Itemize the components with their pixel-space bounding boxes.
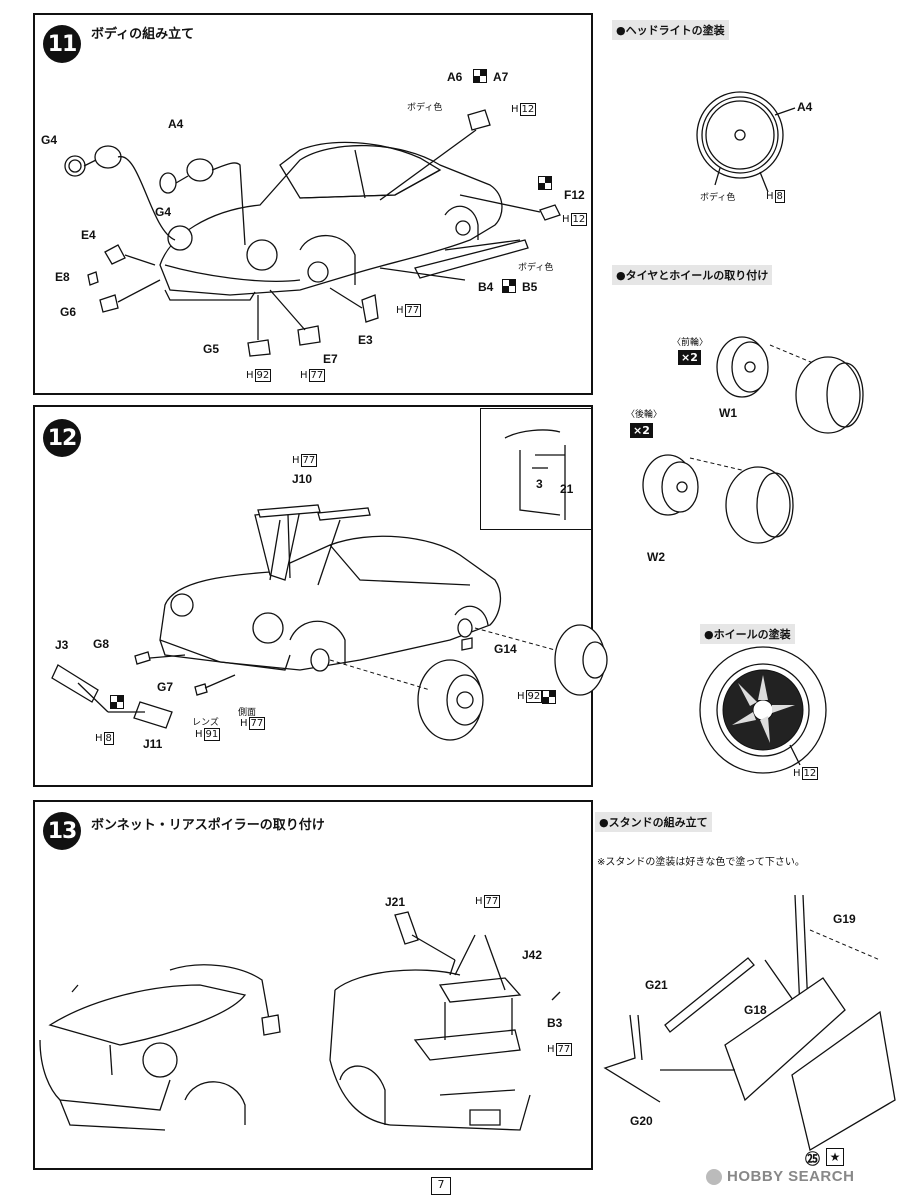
label-side: 側面 xyxy=(238,708,257,718)
dimension-21: 21 xyxy=(560,482,574,496)
label-g8: G8 xyxy=(93,637,110,651)
dimension-3: 3 xyxy=(536,477,543,491)
section-heading-stand: ●スタンドの組み立て xyxy=(595,812,712,832)
stand-note: ※スタンドの塗装は好きな色で塗って下さい。 xyxy=(597,857,805,868)
label-f12: F12 xyxy=(564,188,585,202)
step-11-panel: 11 ボディの組み立て xyxy=(33,13,593,395)
label-b4: B4 xyxy=(478,280,494,294)
label-g19: G19 xyxy=(833,912,856,926)
checker-icon xyxy=(110,695,124,709)
page-number: 7 xyxy=(431,1177,451,1195)
step-number: 13 xyxy=(43,812,81,850)
label-j11: J11 xyxy=(143,737,163,751)
label-j42: J42 xyxy=(522,948,543,962)
part-number-25: ㉕ xyxy=(805,1151,821,1168)
label-e4: E4 xyxy=(81,228,96,242)
label-a6: A6 xyxy=(447,70,463,84)
checker-icon xyxy=(473,69,487,83)
label-g21: G21 xyxy=(645,978,668,992)
label-w1: W1 xyxy=(719,406,737,420)
label-g4: G4 xyxy=(155,205,172,219)
label-g5: G5 xyxy=(203,342,220,356)
label-g4: G4 xyxy=(41,133,58,147)
step-number: 12 xyxy=(43,419,81,457)
label-b5: B5 xyxy=(522,280,538,294)
watermark-logo-icon xyxy=(706,1168,722,1185)
step-title: ボディの組み立て xyxy=(91,27,195,42)
label-j21: J21 xyxy=(385,895,406,909)
checker-icon xyxy=(502,279,516,293)
label-w2: W2 xyxy=(647,550,665,564)
label-a7: A7 xyxy=(493,70,509,84)
label-body-color: ボディ色 xyxy=(700,193,736,203)
label-g18: G18 xyxy=(744,1003,767,1017)
label-a4: A4 xyxy=(797,100,813,114)
label-body-color: ボディ色 xyxy=(407,103,443,113)
label-g6: G6 xyxy=(60,305,77,319)
label-e7: E7 xyxy=(323,352,338,366)
quantity-badge: ×2 xyxy=(678,350,701,365)
label-g7: G7 xyxy=(157,680,174,694)
label-j10: J10 xyxy=(292,472,313,486)
section-heading-tire: ●タイヤとホイールの取り付け xyxy=(612,265,773,285)
step-title: ボンネット・リアスポイラーの取り付け xyxy=(91,818,325,833)
detail-inset xyxy=(480,408,592,530)
watermark: HOBBY SEARCH xyxy=(706,1168,854,1185)
checker-icon xyxy=(538,176,552,190)
label-e8: E8 xyxy=(55,270,70,284)
section-heading-wheel-paint: ●ホイールの塗装 xyxy=(700,624,795,644)
label-g14: G14 xyxy=(494,642,517,656)
label-j3: J3 xyxy=(55,638,69,652)
label-b3: B3 xyxy=(547,1016,563,1030)
label-e3: E3 xyxy=(358,333,373,347)
section-heading-headlight: ●ヘッドライトの塗装 xyxy=(612,20,729,40)
label-g20: G20 xyxy=(630,1114,653,1128)
label-lens: レンズ xyxy=(192,718,219,728)
star-icon: ★ xyxy=(826,1148,844,1166)
label-a4: A4 xyxy=(168,117,184,131)
label-front-wheel: 〈前輪〉 xyxy=(672,338,709,348)
quantity-badge: ×2 xyxy=(630,423,653,438)
checker-icon xyxy=(542,690,556,704)
step-number: 11 xyxy=(43,25,81,63)
label-body-color: ボディ色 xyxy=(518,263,554,273)
label-rear-wheel: 〈後輪〉 xyxy=(626,410,663,420)
step-12-panel: 12 xyxy=(33,405,593,787)
step-13-panel: 13 ボンネット・リアスポイラーの取り付け xyxy=(33,800,593,1170)
